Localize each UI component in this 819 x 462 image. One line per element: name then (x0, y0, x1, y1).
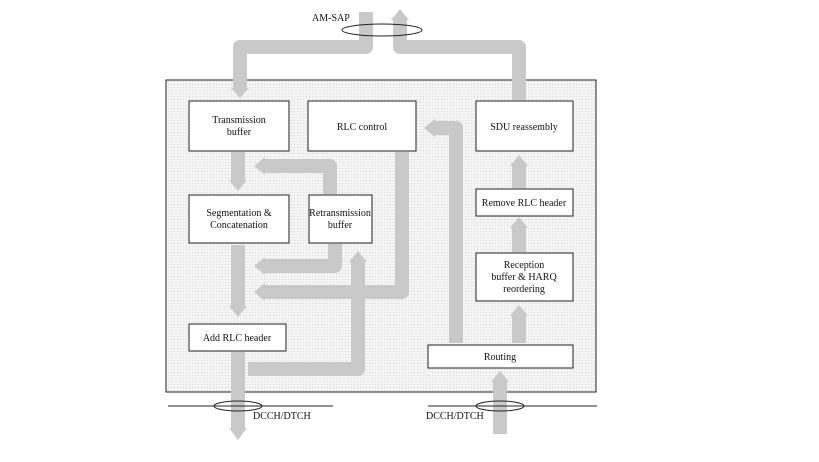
segmentation-block: Segmentation & Concatenation (188, 194, 290, 244)
remove-rlc-header-label: Remove RLC header (482, 198, 567, 209)
remove-rlc-header-block: Remove RLC header (475, 188, 574, 217)
routing-label: Routing (484, 352, 516, 363)
transmission-buffer-label-2: buffer (227, 127, 252, 138)
retransmission-label-2: buffer (328, 220, 353, 231)
arrow-add-to-retx (248, 262, 365, 376)
reception-label-2: buffer & HARQ (491, 272, 557, 283)
channel-ellipse-right (475, 400, 525, 412)
am-sap-ellipse (341, 23, 423, 37)
retransmission-buffer-block: Retransmission buffer (308, 194, 373, 244)
channel-label-left: DCCH/DTCH (253, 411, 311, 422)
segmentation-label-1: Segmentation & (206, 208, 271, 219)
channel-label-right: DCCH/DTCH (426, 411, 484, 422)
arrow-control-out (265, 152, 409, 299)
reception-buffer-block: Reception buffer & HARQ reordering (475, 252, 574, 302)
flow-arrows (229, 9, 528, 440)
sdu-reassembly-label: SDU reassembly (490, 122, 558, 133)
rlc-control-block: RLC control (307, 100, 417, 152)
add-rlc-header-label: Add RLC header (203, 333, 272, 344)
segmentation-label-2: Concatenation (210, 220, 268, 231)
transmission-buffer-label-1: Transmission (212, 115, 266, 126)
am-sap-label: AM-SAP (312, 13, 350, 24)
arrow-routing-to-control (435, 121, 463, 343)
arrow-retx-loop (265, 159, 337, 194)
routing-block: Routing (427, 344, 574, 369)
channel-ellipse-left (213, 400, 263, 412)
arrow-sdu-to-sap (393, 20, 526, 100)
sdu-reassembly-block: SDU reassembly (475, 100, 574, 152)
reception-label-3: reordering (503, 284, 545, 295)
add-rlc-header-block: Add RLC header (188, 323, 287, 352)
rlc-control-label: RLC control (337, 122, 387, 133)
transmission-buffer-block: Transmission buffer (188, 100, 290, 152)
reception-label-1: Reception (504, 260, 545, 271)
arrow-sap-to-tx-buffer (233, 12, 373, 88)
retransmission-label-1: Retransmission (309, 208, 371, 219)
arrow-retx-out (265, 244, 342, 273)
